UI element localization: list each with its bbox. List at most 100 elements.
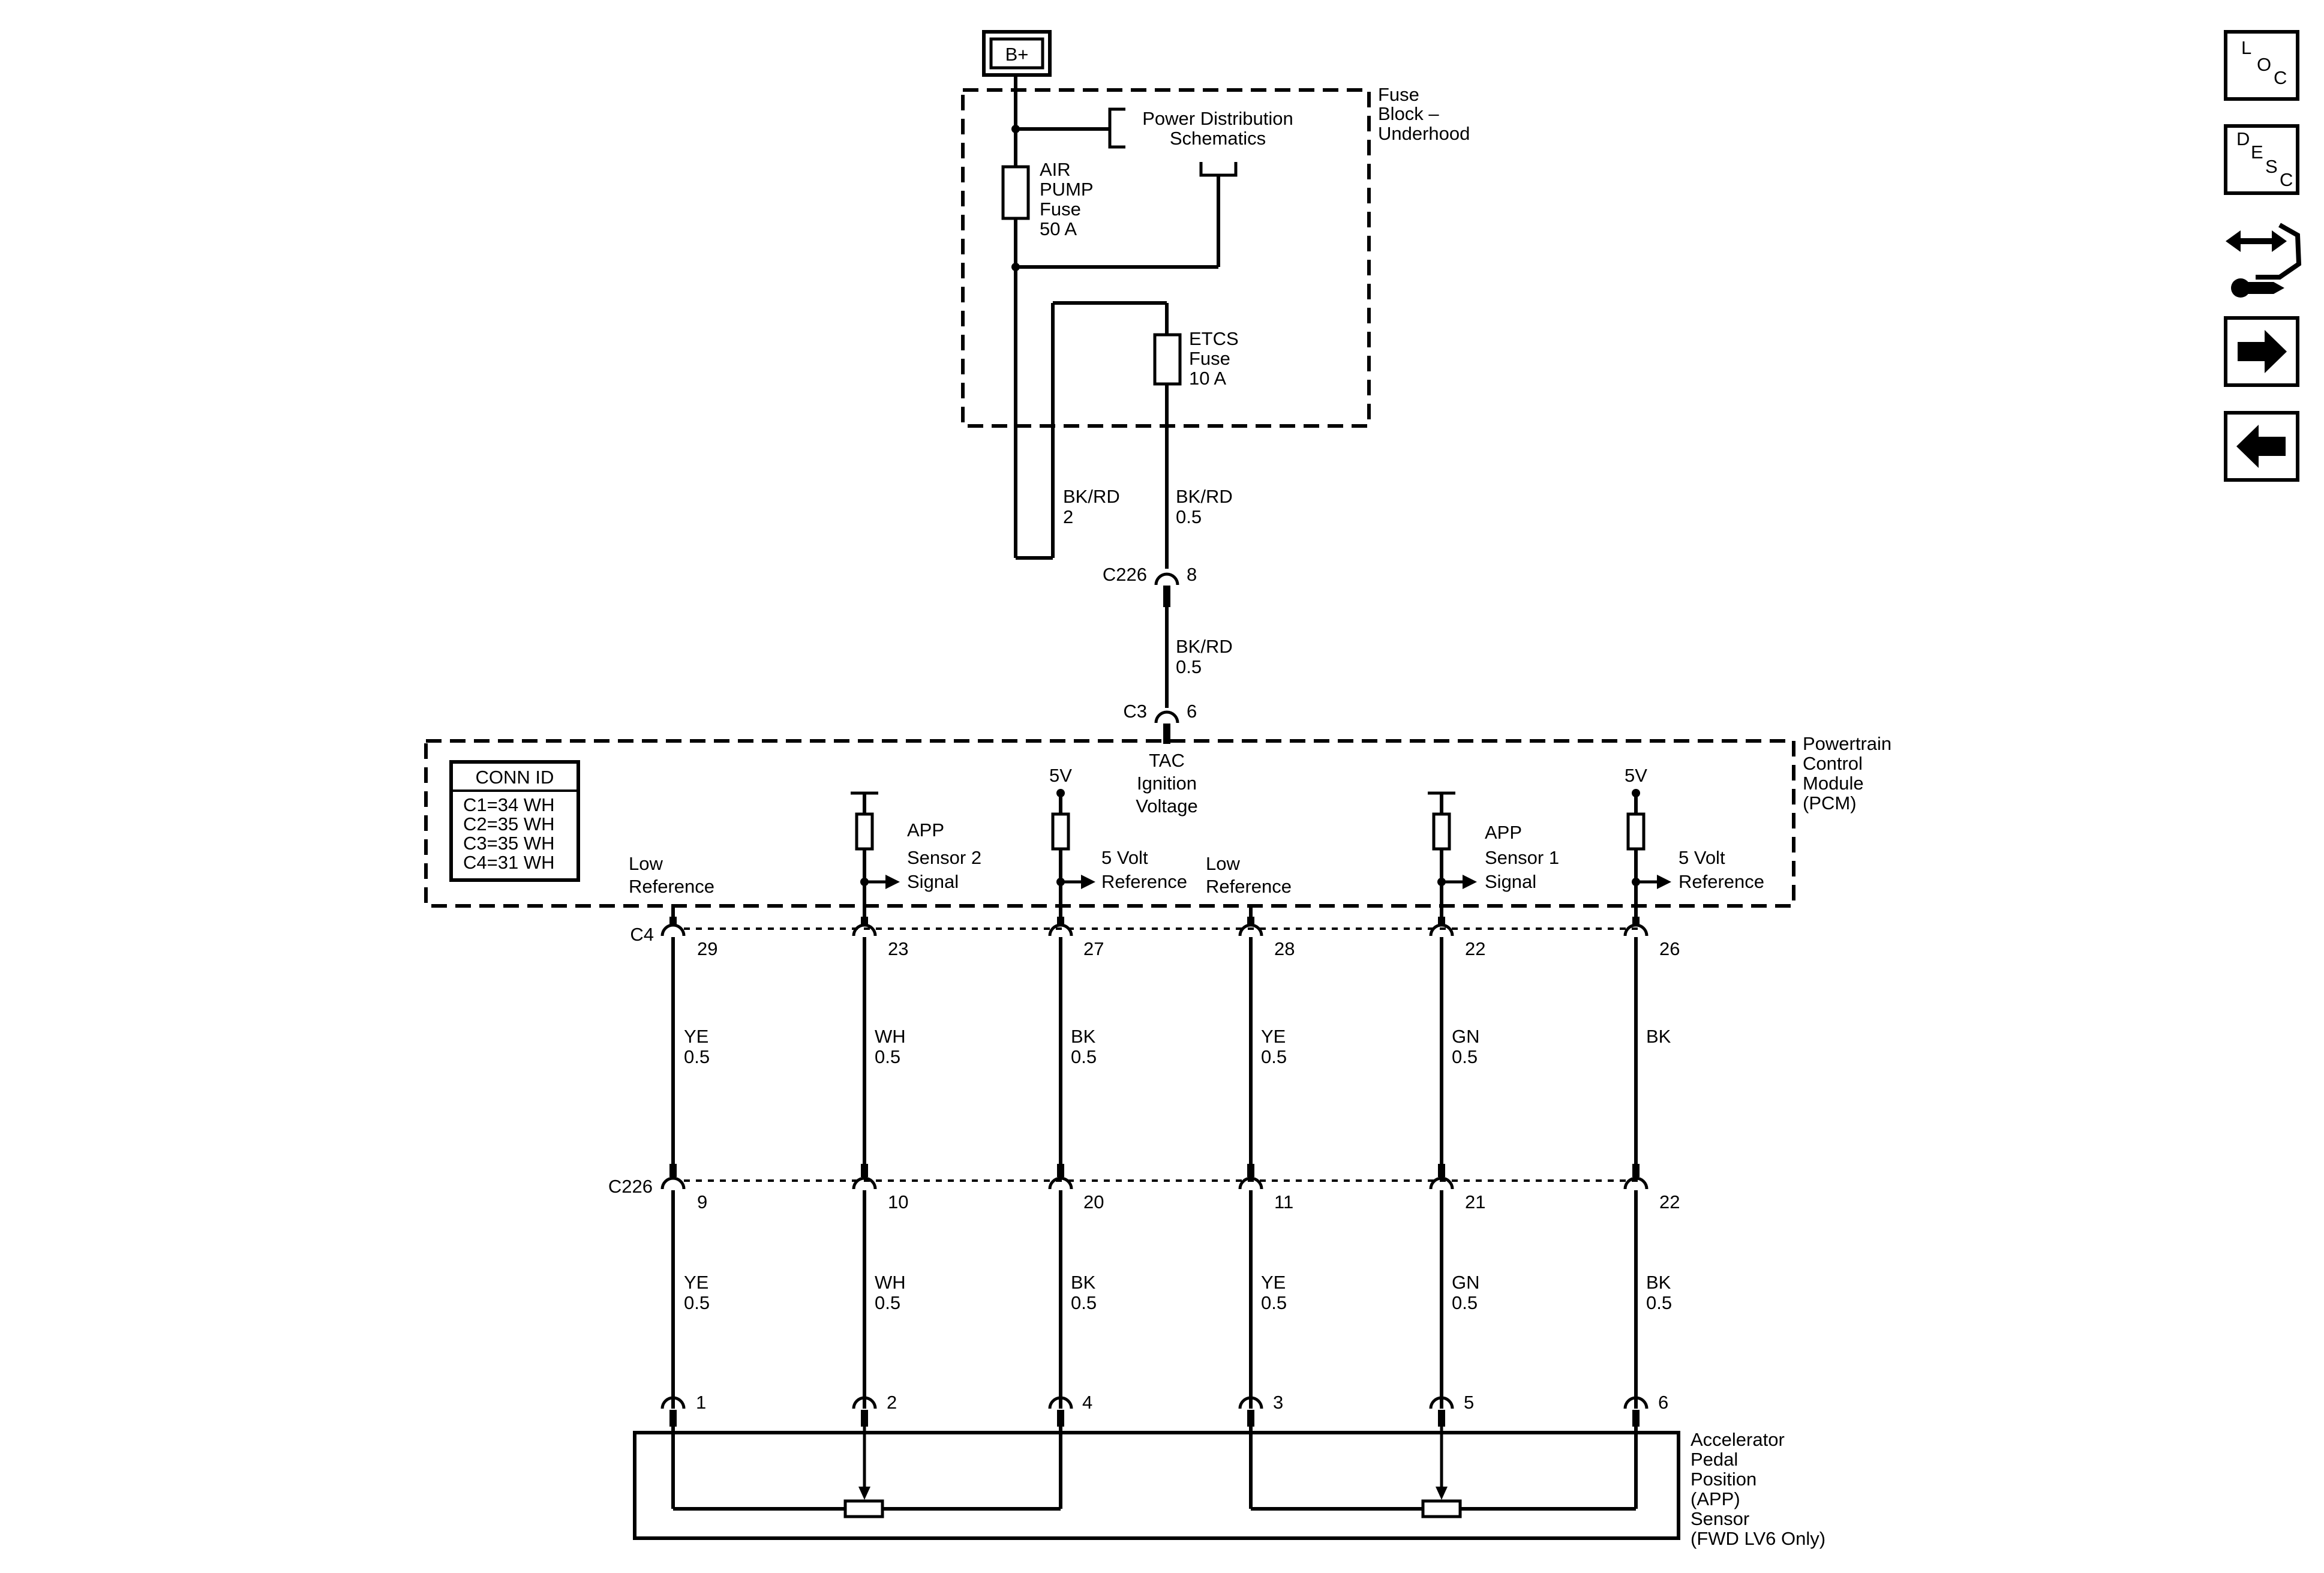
c226-pin-number: 10	[888, 1191, 908, 1212]
battery-label: B+	[1005, 44, 1029, 65]
sensor-pin-number: 6	[1658, 1392, 1668, 1413]
circuit-label: Signal	[907, 871, 959, 892]
wire-size: 0.5	[1261, 1046, 1287, 1067]
wire-size: 0.5	[1071, 1292, 1097, 1313]
wire-left-color: BK/RD	[1063, 486, 1120, 507]
sensor-name-4: (APP)	[1691, 1488, 1740, 1509]
c4-pin: 26	[1623, 917, 1680, 959]
conn-id-row: C4=31 WH	[463, 852, 554, 873]
sensor-pin-number: 4	[1082, 1392, 1092, 1413]
wire-size: 0.5	[875, 1046, 900, 1067]
fuse-block-name-1: Fuse	[1378, 84, 1419, 105]
arrow-right-icon	[2238, 330, 2287, 373]
circuit-label: Reference	[1206, 876, 1292, 897]
connector-wrench-icon[interactable]	[2226, 223, 2302, 298]
circuit-label: Low	[1206, 853, 1240, 874]
connector-c4: C4 29 23 27 28 22 26	[630, 917, 1680, 959]
battery-terminal: B+	[982, 30, 1052, 77]
sensor-name-6: (FWD LV6 Only)	[1691, 1528, 1825, 1549]
wire-between-color: BK/RD	[1176, 636, 1233, 657]
c4-pin-number: 29	[697, 938, 717, 959]
c226-pin-number: 22	[1659, 1191, 1680, 1212]
pcm-name-4: (PCM)	[1803, 792, 1857, 813]
etcs-fuse-label-2: Fuse	[1189, 348, 1230, 369]
wire-color: WH	[875, 1026, 906, 1047]
wire-color: YE	[684, 1026, 708, 1047]
harness-upper: YE 0.5 WH 0.5 BK 0.5 YE 0.5 GN 0.5 BK	[669, 937, 1671, 1177]
air-pump-fuse-label-1: AIR	[1040, 159, 1071, 180]
sensor-pin-number: 1	[696, 1392, 706, 1413]
wire-size: 0.5	[1452, 1046, 1478, 1067]
connector-c226: C226 9 10 20 11 21 22	[608, 1176, 1680, 1212]
loc-letter: L	[2241, 37, 2251, 58]
pcm-5v-label: 5V	[1049, 765, 1072, 786]
connector-c226-pin-8: C226 8	[1103, 564, 1197, 607]
next-page-button[interactable]	[2224, 316, 2299, 387]
fuse-block-name-3: Underhood	[1378, 123, 1470, 144]
sensor-pin-number: 5	[1464, 1392, 1474, 1413]
pcm-module: Powertrain Control Module (PCM) TAC Igni…	[424, 733, 1891, 918]
wire-color: WH	[875, 1272, 906, 1293]
circuit-label: 5 Volt	[1101, 847, 1148, 868]
arrow-left-icon	[2236, 425, 2286, 468]
conn-id-table: CONN ID C1=34 WH C2=35 WH C3=35 WH C4=31…	[449, 760, 580, 882]
pcm-circuits: Low Reference APP Sensor 2 Signal 5V 5 V…	[629, 765, 1764, 918]
c3-pin: 6	[1187, 701, 1197, 722]
circuit-label: Reference	[629, 876, 714, 897]
etcs-fuse-label-1: ETCS	[1189, 328, 1239, 349]
circuit-label: APP	[907, 819, 944, 840]
wire-color: YE	[684, 1272, 708, 1293]
wire-color: YE	[1261, 1272, 1286, 1293]
pcm-name-2: Control	[1803, 753, 1863, 774]
c226-upper-pin: 8	[1187, 564, 1197, 585]
c4-pin-number: 22	[1465, 938, 1485, 959]
pcm-name-1: Powertrain	[1803, 733, 1891, 754]
wire-size: 0.5	[1452, 1292, 1478, 1313]
c4-pin: 27	[1048, 917, 1104, 959]
app-sensor: 1 2 4 3 5 6 Accelerator Pedal Position (…	[633, 1392, 1825, 1549]
wire-between-size: 0.5	[1176, 656, 1202, 677]
loc-letter: C	[2274, 67, 2287, 88]
tac-label-1: TAC	[1149, 750, 1185, 771]
wire-size: 0.5	[1646, 1292, 1672, 1313]
conn-id-title: CONN ID	[476, 767, 554, 788]
sensor-name-1: Accelerator	[1691, 1429, 1785, 1450]
c226-pin-number: 11	[1274, 1191, 1293, 1212]
c226-name: C226	[608, 1176, 653, 1197]
wire-left-size: 2	[1063, 506, 1073, 527]
connector-c3-pin-6: C3 6	[1123, 701, 1197, 744]
wire-color: BK	[1646, 1272, 1671, 1293]
c226-pin-number: 21	[1465, 1191, 1485, 1212]
sensor-name-2: Pedal	[1691, 1449, 1738, 1470]
sensor-pin-number: 2	[887, 1392, 897, 1413]
conn-id-row: C3=35 WH	[463, 833, 554, 854]
sensor-name-3: Position	[1691, 1469, 1756, 1490]
loc-letter: O	[2257, 54, 2271, 75]
wire-color: GN	[1452, 1272, 1480, 1293]
circuit-label: Reference	[1679, 871, 1764, 892]
conn-id-row: C2=35 WH	[463, 813, 554, 834]
wire-color: BK	[1646, 1026, 1671, 1047]
tac-label-3: Voltage	[1136, 795, 1197, 816]
loc-button[interactable]: L O C	[2224, 30, 2299, 101]
power-dist-label-2: Schematics	[1170, 128, 1266, 149]
power-dist-label-1: Power Distribution	[1142, 108, 1293, 129]
previous-page-button[interactable]	[2224, 411, 2299, 482]
c4-pin: 29	[660, 917, 717, 959]
wire-size: 0.5	[1261, 1292, 1287, 1313]
wire-size: 0.5	[875, 1292, 900, 1313]
pcm-5v-label: 5V	[1625, 765, 1647, 786]
desc-button[interactable]: D E S C	[2224, 124, 2299, 195]
c4-pin: 22	[1429, 917, 1485, 959]
desc-letter: S	[2265, 156, 2278, 177]
c4-pin-number: 23	[888, 938, 908, 959]
circuit-label: Low	[629, 853, 663, 874]
conn-id-row: C1=34 WH	[463, 794, 554, 815]
circuit-label: Sensor 2	[907, 847, 981, 868]
wire-size: 0.5	[1071, 1046, 1097, 1067]
wire-right-color: BK/RD	[1176, 486, 1233, 507]
c3-name: C3	[1123, 701, 1147, 722]
c226-pin-number: 20	[1083, 1191, 1104, 1212]
circuit-label: Signal	[1485, 871, 1536, 892]
